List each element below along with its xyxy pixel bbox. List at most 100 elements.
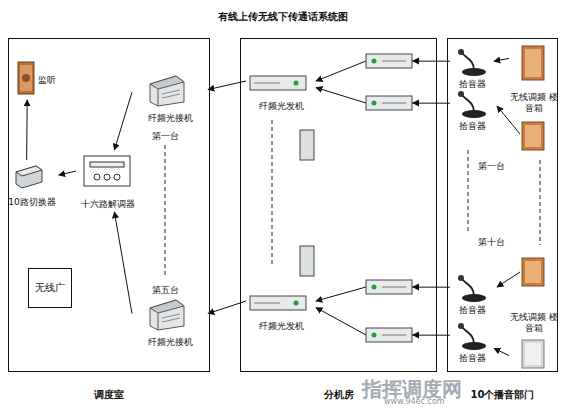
switcher-icon <box>16 166 42 188</box>
receiver-icon <box>162 314 180 318</box>
device-label: 纤频光发机 <box>259 321 304 332</box>
microphone <box>458 91 464 97</box>
fm-speaker <box>522 258 544 286</box>
transmitter-node: 纤频光发机 <box>246 290 316 334</box>
microphone <box>458 49 486 76</box>
dashed-line <box>540 160 541 245</box>
device-label: 拾音器 <box>459 79 486 90</box>
fm-speaker <box>525 343 541 365</box>
receiver-icon <box>150 300 184 313</box>
rack-unit <box>366 54 412 68</box>
device-label: 无线调频 楼音箱 <box>509 312 559 334</box>
monitor-node: 监听 <box>16 60 72 100</box>
arrowhead <box>412 100 419 107</box>
receiver-icon <box>150 76 184 89</box>
demodulator-icon <box>84 156 130 186</box>
switcher-icon <box>16 166 42 188</box>
receiver-icon <box>150 76 184 106</box>
unit-number: 第一台 <box>152 130 179 143</box>
rack-unit <box>382 335 406 336</box>
dashed-line <box>468 150 469 232</box>
unit-number: 第一台 <box>478 160 505 173</box>
monitor-speaker <box>22 74 30 82</box>
transmitter-rack <box>250 296 306 310</box>
transmitter-node: 纤频光发机 <box>246 70 316 114</box>
microphone-node: 拾音器 <box>450 48 494 92</box>
receiver-icon <box>150 76 184 106</box>
transmitter-rack <box>254 83 280 84</box>
signal-arrow <box>494 348 509 355</box>
signal-arrow <box>59 171 76 175</box>
receiver-icon <box>162 90 180 94</box>
microphone <box>458 323 486 350</box>
microphone <box>462 279 474 296</box>
transmitter-rack <box>254 303 280 304</box>
fm-speaker <box>522 122 544 150</box>
panel-title: 调度室 <box>9 388 209 402</box>
rack-unit <box>366 328 412 342</box>
rack-unit <box>366 280 412 294</box>
arrowhead <box>412 332 419 339</box>
microphone-node: 拾音器 <box>450 274 494 318</box>
small-device <box>300 130 314 160</box>
switcher-icon <box>16 166 42 176</box>
receiver-node: 纤频光接机 <box>132 298 208 350</box>
rack-unit <box>382 103 406 104</box>
device-label: 拾音器 <box>459 121 486 132</box>
device-label: 10路切换器 <box>8 197 55 208</box>
panel-title: 10个播音部门 <box>448 388 557 402</box>
demodulator-icon <box>90 162 124 167</box>
monitor-speaker <box>18 62 34 94</box>
signal-arrow <box>494 58 509 61</box>
fm-speaker <box>522 122 544 150</box>
microphone <box>458 275 486 302</box>
device-label: 纤频光发机 <box>259 101 304 112</box>
rack-unit <box>382 287 406 288</box>
small-device <box>300 246 314 276</box>
speaker-node: 无线调频 楼音箱 <box>509 44 559 116</box>
arrowhead <box>412 58 419 339</box>
receiver-icon <box>158 313 159 330</box>
transmitter-rack <box>294 301 299 306</box>
receiver-icon <box>150 300 184 330</box>
small-device <box>300 130 314 276</box>
panel-region: 10个播音部门拾音器无线调频 楼音箱拾音器拾音器无线调频 楼音箱拾音器 <box>447 38 558 372</box>
device-label: 拾音器 <box>459 305 486 316</box>
dashed-line <box>165 145 166 278</box>
microphone <box>458 323 464 329</box>
transmitter-rack <box>250 76 306 90</box>
transmitter-rack <box>250 296 306 310</box>
device-label: 监听 <box>38 75 56 86</box>
demodulator-node: 十六路解调器 <box>76 150 140 212</box>
microphone <box>462 53 474 70</box>
arrowhead <box>412 284 419 291</box>
unit-number: 第十台 <box>478 236 505 249</box>
fm-speaker <box>522 340 544 368</box>
speaker-node: 无线调频 楼音箱 <box>509 312 559 370</box>
receiver-icon <box>162 94 180 98</box>
demodulator-icon <box>114 174 120 180</box>
rack-unit <box>366 96 412 110</box>
device-label: 无线调频 楼音箱 <box>509 92 559 114</box>
diagram-title: 有线上传无线下传通话系统图 <box>0 10 566 24</box>
unit-number: 第五台 <box>152 284 179 297</box>
speaker-arrow <box>497 106 520 287</box>
watermark: www.94ec.com <box>384 397 445 406</box>
rack-unit <box>366 54 412 68</box>
fm-speaker <box>522 258 544 286</box>
signal-arrow <box>114 212 132 314</box>
device-label: 无线广 <box>35 282 65 294</box>
demodulator-icon <box>84 156 130 186</box>
rack-unit <box>372 285 377 290</box>
rack-unit <box>366 96 412 110</box>
monitor-speaker <box>18 62 34 94</box>
speaker-arrow <box>497 272 520 287</box>
device-label: 纤频光接机 <box>148 113 193 124</box>
rack-unit <box>366 328 412 342</box>
fm-speaker <box>525 125 541 147</box>
process-box: 无线广 <box>28 268 72 308</box>
microphone <box>462 95 474 112</box>
device-label: 拾音器 <box>459 353 486 364</box>
transmitter-rack <box>250 76 306 90</box>
rack-unit <box>372 333 377 338</box>
